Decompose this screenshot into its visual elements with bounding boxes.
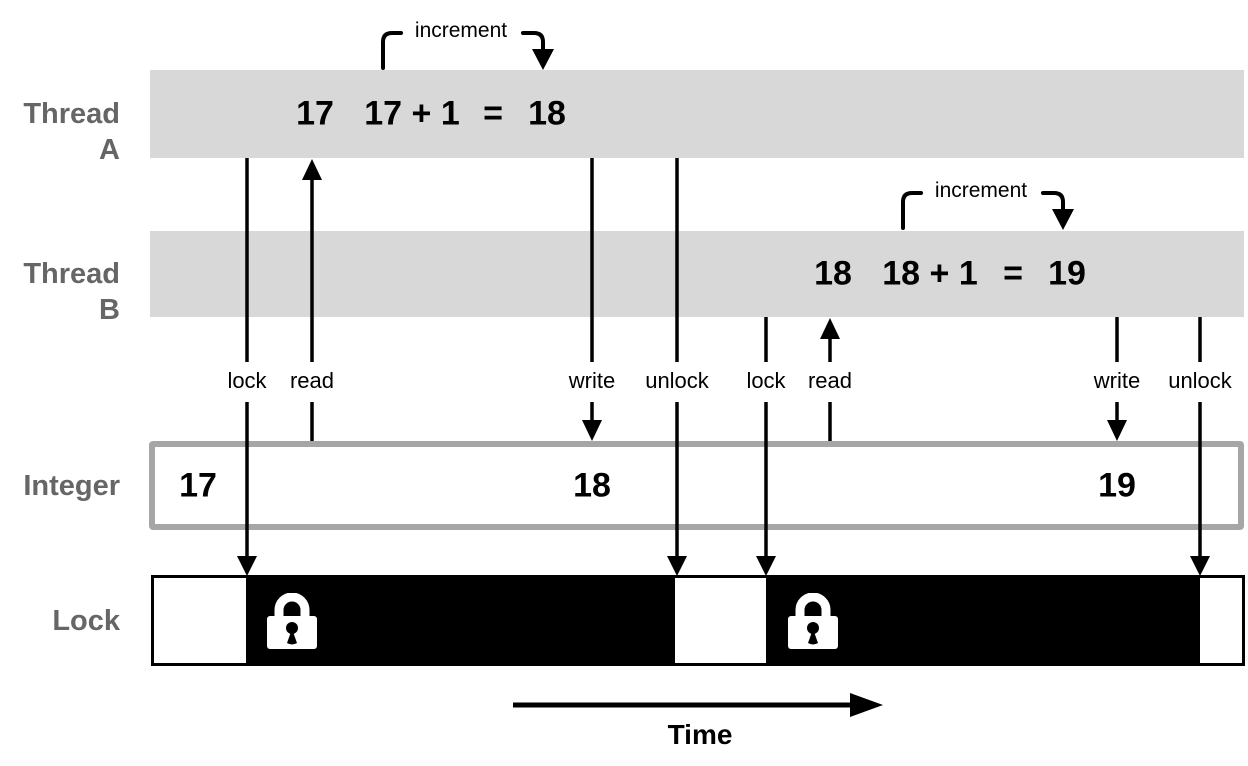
op-label-unlock-a: unlock <box>642 368 712 394</box>
op-label-read-a: read <box>286 368 338 394</box>
padlock-icon <box>267 593 317 649</box>
op-label-read-b: read <box>804 368 856 394</box>
op-label-lock-a: lock <box>224 368 270 394</box>
read-arrowhead-b <box>820 318 840 339</box>
thread-a-result: 18 <box>528 94 566 133</box>
read-arrowhead-a <box>302 159 322 180</box>
increment-bracket-b-right <box>1041 191 1065 212</box>
integer-value-18: 18 <box>573 466 611 504</box>
increment-annotation-a: increment <box>414 19 508 42</box>
integer-value-17: 17 <box>179 466 217 504</box>
padlock-icon <box>788 593 838 649</box>
lock-row-label: Lock <box>52 605 120 637</box>
time-axis-label: Time <box>667 719 733 750</box>
op-label-write-b: write <box>1090 368 1144 394</box>
thread-b-result: 19 <box>1048 254 1086 293</box>
integer-row-label: Integer <box>23 470 120 502</box>
lock-held-segment-b <box>766 578 1200 663</box>
thread-a-expression: 17 + 1 <box>364 94 460 133</box>
write-arrowhead-b <box>1107 420 1127 441</box>
increment-arrowhead-a <box>532 49 554 70</box>
unlock-arrowhead-a <box>667 556 687 576</box>
lock-arrowhead-a <box>237 556 257 576</box>
thread-a-equals: = <box>483 94 503 133</box>
integer-value-19: 19 <box>1098 466 1136 504</box>
thread-b-bar: 18 18 + 1 = 19 <box>150 231 1244 317</box>
increment-bracket-b-left <box>901 191 923 230</box>
thread-b-equals: = <box>1003 254 1023 293</box>
thread-b-expression: 18 + 1 <box>882 254 978 293</box>
op-label-lock-b: lock <box>743 368 789 394</box>
thread-b-read-value: 18 <box>814 254 852 293</box>
unlock-arrowhead-b <box>1190 556 1210 576</box>
increment-bracket-a-right <box>521 31 545 52</box>
thread-a-row-label: Thread A <box>23 98 120 166</box>
lock-arrowhead-b <box>756 556 776 576</box>
increment-annotation-b: increment <box>934 179 1028 202</box>
lock-state-bar <box>151 575 1245 666</box>
thread-a-read-value: 17 <box>296 94 334 133</box>
increment-bracket-a-left <box>381 31 403 70</box>
time-arrowhead <box>850 693 883 717</box>
increment-arrowhead-b <box>1052 209 1074 230</box>
thread-b-row-label: Thread B <box>23 258 120 326</box>
op-label-unlock-b: unlock <box>1165 368 1235 394</box>
op-label-write-a: write <box>565 368 619 394</box>
lock-held-segment-a <box>246 578 675 663</box>
thread-a-bar: 17 17 + 1 = 18 <box>150 70 1244 158</box>
integer-value-box: 17 18 19 <box>149 441 1244 530</box>
write-arrowhead-a <box>582 420 602 441</box>
